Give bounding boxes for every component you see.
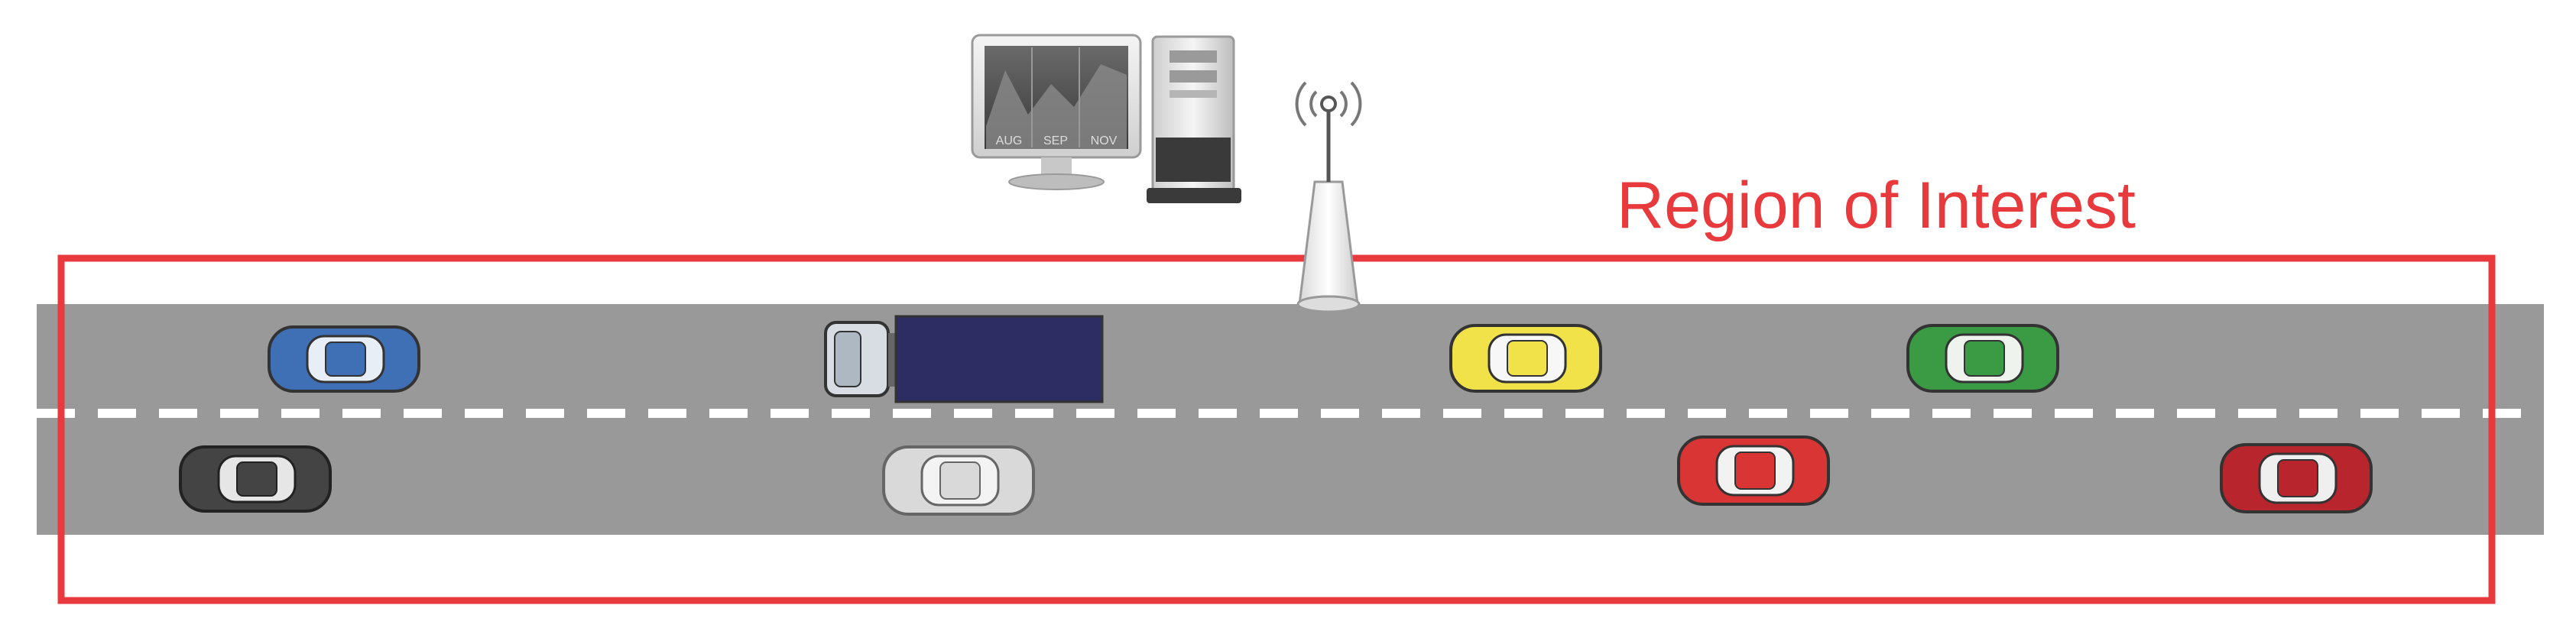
region-of-interest-label: Region of Interest	[1617, 169, 2136, 242]
vehicles	[179, 315, 2373, 516]
monitor-icon: AUG SEP NOV	[971, 34, 1142, 190]
truck	[824, 315, 1104, 403]
car-blue	[268, 325, 420, 393]
car-yellow	[1449, 324, 1602, 393]
server-tower-icon	[1147, 35, 1241, 203]
car-white	[882, 445, 1035, 516]
monitor-label-sep: SEP	[1043, 134, 1068, 147]
car-red	[1677, 435, 1830, 506]
car-dark-red	[2220, 443, 2373, 513]
car-green	[1906, 324, 2059, 393]
antenna-icon	[1295, 81, 1362, 313]
car-black	[179, 445, 332, 513]
region-of-interest-box	[57, 254, 2496, 604]
monitor-label-aug: AUG	[996, 134, 1023, 147]
road	[37, 304, 2544, 535]
monitor-label-nov: NOV	[1091, 134, 1118, 147]
